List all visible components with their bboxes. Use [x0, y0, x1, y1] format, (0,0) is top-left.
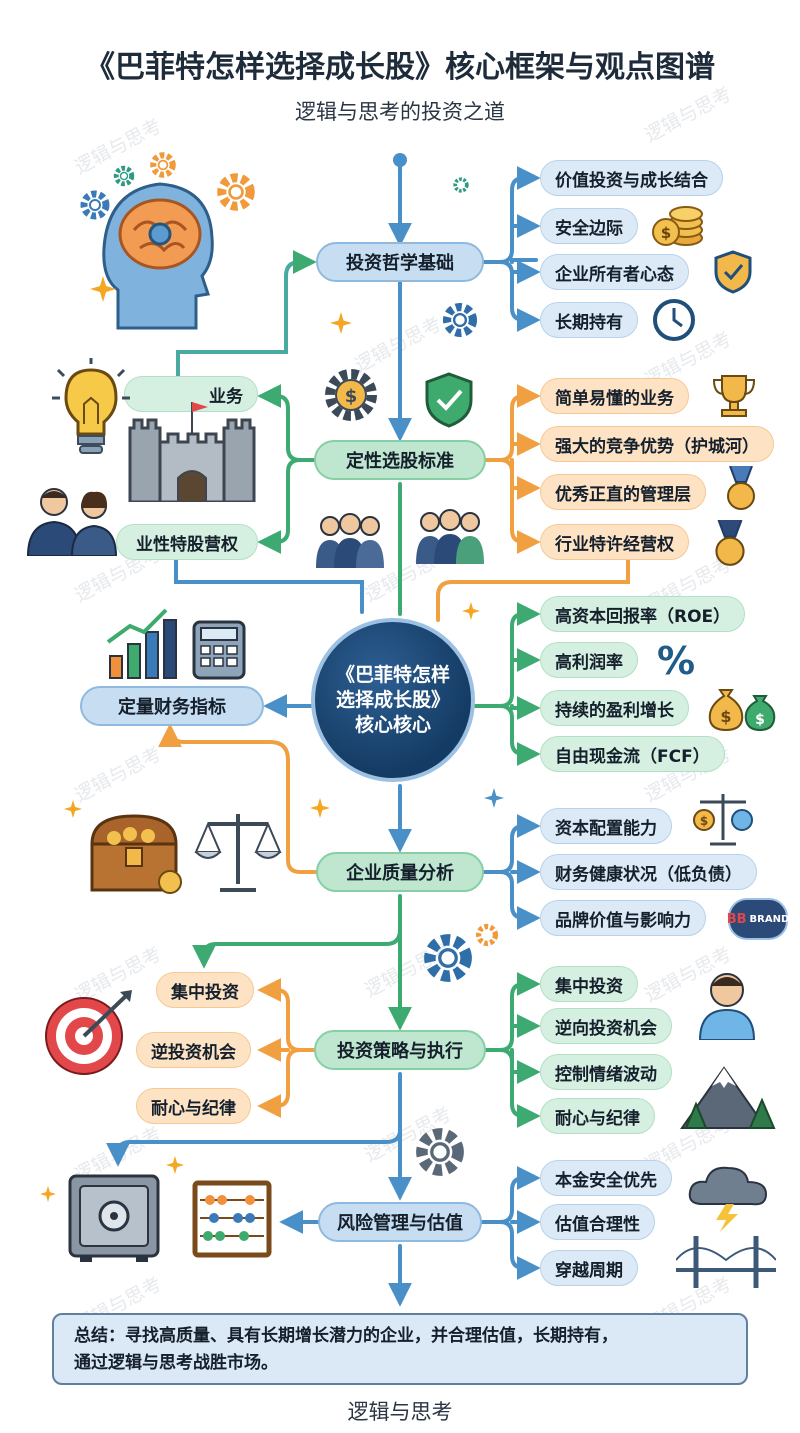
brand-badge-text: BRAND [750, 914, 790, 925]
quantitative-item: 自由现金流（FCF） [540, 736, 725, 772]
sparkle-icon [90, 276, 116, 302]
treasure-chest-icon [86, 808, 190, 894]
dollar-sign: $ [661, 224, 671, 242]
quantitative-item: 持续的盈利增长 [540, 690, 689, 726]
sparkle-icon [310, 798, 330, 818]
calculator-icon [192, 620, 246, 680]
scales-icon: $ [690, 790, 756, 846]
summary-box: 总结：寻找高质量、具有长期增长潜力的企业，并合理估值，长期持有， 通过逻辑与思考… [52, 1313, 748, 1385]
clock-icon [652, 298, 696, 342]
medal-icon [712, 520, 748, 568]
category-philosophy: 投资哲学基础 [316, 242, 484, 282]
category-quality: 企业质量分析 [316, 852, 484, 892]
core-line: 核心核心 [355, 713, 431, 738]
category-qualitative: 定性选股标准 [314, 440, 486, 480]
core-node: 《巴菲特怎样 选择成长股》 核心核心 [311, 618, 475, 782]
core-line: 选择成长股》 [336, 688, 450, 713]
page-subtitle: 逻辑与思考的投资之道 [0, 96, 800, 126]
strategy-right-item: 逆向投资机会 [540, 1008, 672, 1044]
medal-icon [724, 466, 758, 512]
brain-head-icon [98, 168, 218, 333]
strategy-right-item: 集中投资 [540, 966, 638, 1002]
philosophy-item: 长期持有 [540, 302, 638, 338]
dollar-sign: $ [720, 707, 731, 726]
gear-icon [214, 170, 258, 214]
gear-icon [112, 164, 136, 188]
sparkle-icon [40, 1186, 56, 1202]
category-quantitative: 定量财务指标 [80, 686, 264, 726]
philosophy-item: 安全边际 [540, 208, 638, 244]
qualitative-left-item: 业性特股营权 [116, 524, 258, 560]
dollar-sign: $ [345, 386, 358, 407]
bridge-icon [676, 1230, 776, 1290]
sparkle-icon [166, 1156, 184, 1174]
sparkle-icon [484, 788, 504, 808]
target-icon [40, 988, 136, 1078]
percent-icon: % [656, 638, 696, 682]
qualitative-item: 优秀正直的管理层 [540, 474, 706, 510]
gear-icon [420, 930, 476, 986]
gear-icon [440, 300, 480, 340]
qualitative-item: 强大的竞争优势（护城河） [540, 426, 774, 462]
trophy-icon [712, 372, 756, 418]
castle-icon [122, 398, 262, 502]
sparkle-icon [462, 602, 480, 620]
sparkle-icon [330, 312, 352, 334]
brand-badge-bb: BB [727, 912, 747, 927]
gear-icon [452, 176, 470, 194]
shield-icon [714, 250, 752, 294]
dollar-sign: $ [755, 712, 765, 728]
risk-item: 穿越周期 [540, 1250, 638, 1286]
gear-icon [148, 150, 178, 180]
quality-item: 资本配置能力 [540, 808, 672, 844]
summary-line: 总结：寻找高质量、具有长期增长潜力的企业，并合理估值，长期持有， [74, 1323, 726, 1350]
qualitative-item: 行业特许经营权 [540, 524, 689, 560]
brand-badge-icon: BB BRAND [728, 898, 788, 940]
percent-sign: % [657, 639, 695, 682]
abacus-icon [192, 1180, 272, 1258]
gear-icon [78, 188, 112, 222]
summary-line: 通过逻辑与思考战胜市场。 [74, 1350, 726, 1377]
dollar-sign: $ [700, 814, 708, 828]
storm-cloud-icon [688, 1162, 768, 1232]
category-risk: 风险管理与估值 [318, 1202, 482, 1242]
coins-icon: $ [652, 200, 704, 248]
team-icon [310, 512, 388, 568]
core-line: 《巴菲特怎样 [336, 663, 450, 688]
quantitative-item: 高资本回报率（ROE） [540, 596, 745, 632]
risk-item: 估值合理性 [540, 1204, 655, 1240]
quality-item: 品牌价值与影响力 [540, 900, 706, 936]
safe-icon [66, 1172, 162, 1264]
qualitative-item: 简单易懂的业务 [540, 378, 689, 414]
gear-icon [412, 1124, 468, 1180]
footer-caption: 逻辑与思考 [0, 1396, 800, 1426]
gear-icon [474, 922, 500, 948]
bar-chart-icon [104, 606, 182, 680]
shield-check-icon [424, 372, 474, 428]
money-bag-icon: $ $ [708, 676, 778, 732]
strategy-right-item: 耐心与纪律 [540, 1098, 655, 1134]
quality-item: 财务健康状况（低负债） [540, 854, 757, 890]
strategy-right-item: 控制情绪波动 [540, 1054, 672, 1090]
risk-item: 本金安全优先 [540, 1160, 672, 1196]
strategy-left-item: 耐心与纪律 [136, 1088, 251, 1124]
quantitative-item: 高利润率 [540, 642, 638, 678]
team-icon [410, 508, 488, 564]
philosophy-item: 企业所有者心态 [540, 254, 689, 290]
team-icon [24, 484, 120, 556]
strategy-left-item: 集中投资 [156, 972, 254, 1008]
dollar-gear-icon: $ [322, 366, 380, 424]
philosophy-item: 价值投资与成长结合 [540, 160, 723, 196]
category-strategy: 投资策略与执行 [314, 1030, 486, 1070]
page-title: 《巴菲特怎样选择成长股》核心框架与观点图谱 [0, 42, 800, 86]
mountain-icon [680, 1060, 780, 1130]
person-icon [696, 968, 758, 1040]
balance-scale-icon [194, 808, 282, 894]
sparkle-icon [64, 800, 82, 818]
strategy-left-item: 逆投资机会 [136, 1032, 251, 1068]
